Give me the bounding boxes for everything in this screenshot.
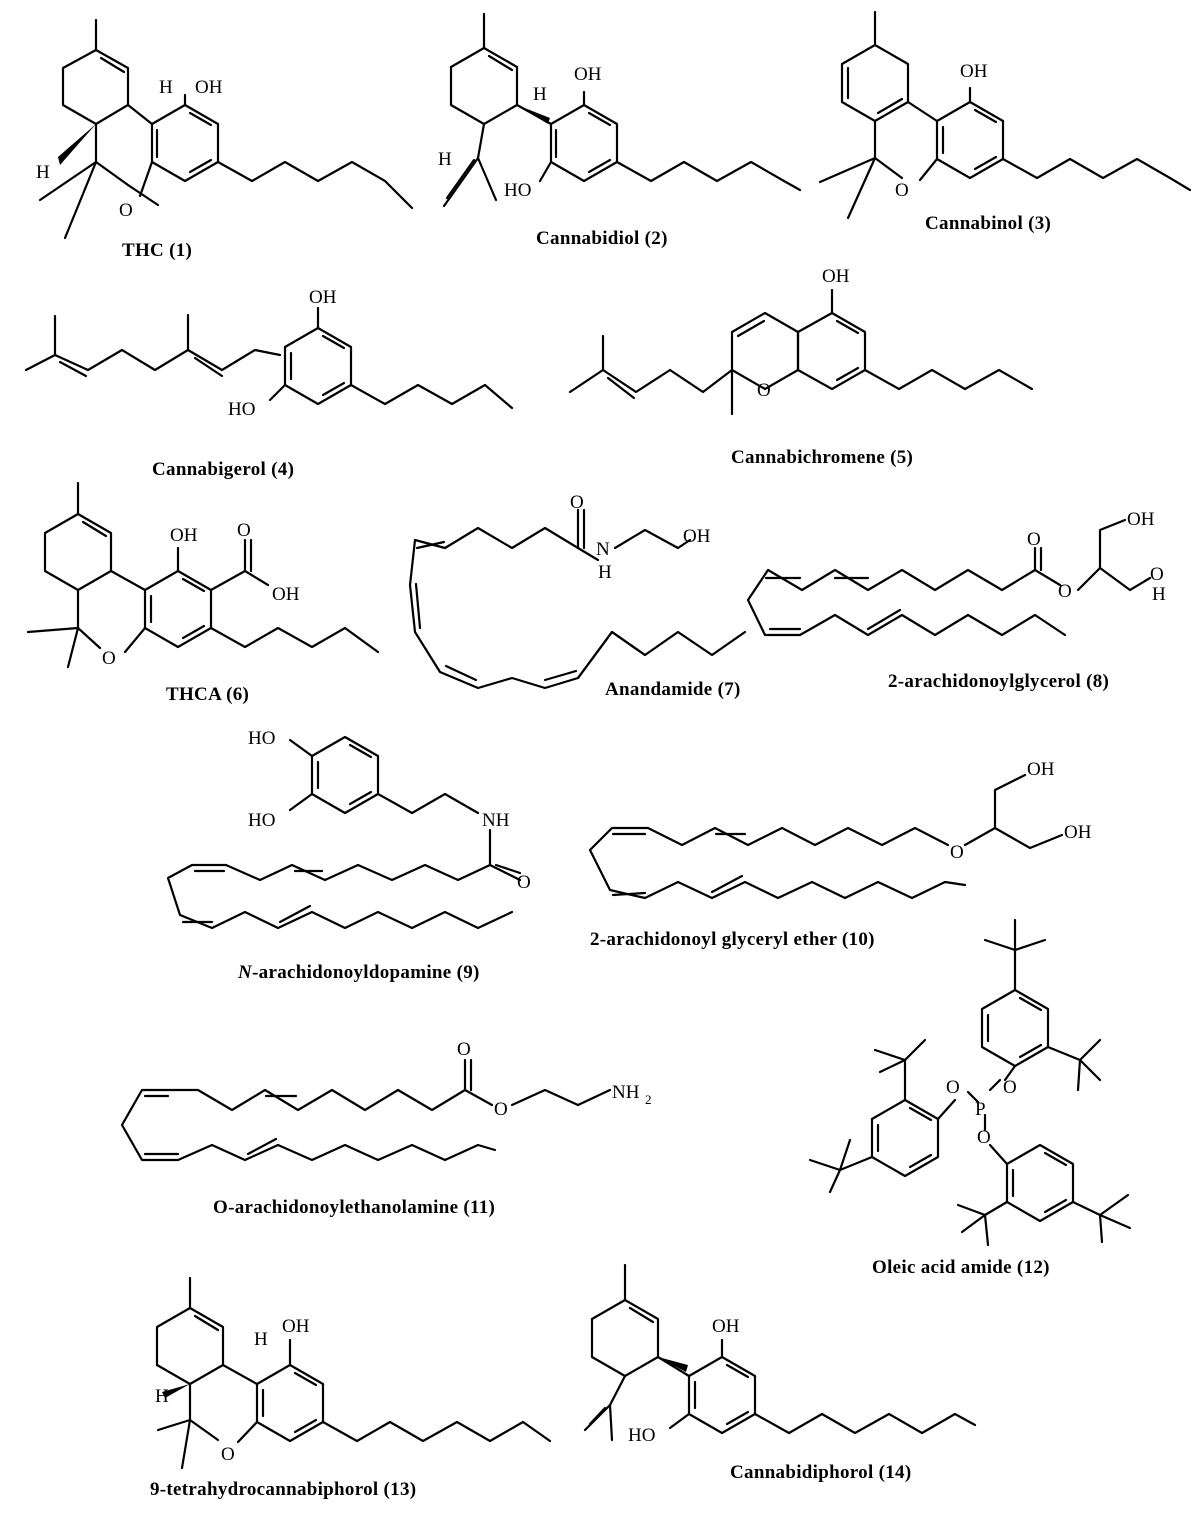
compound-11-virodhamine: O O NH 2 O-arachidonoylethanolamine (11) <box>120 1039 652 1218</box>
compound-1-thc: H OH H O THC (1) <box>36 18 414 261</box>
caption-1: THC (1) <box>122 240 192 261</box>
svg-text:OH: OH <box>960 61 988 82</box>
caption-5: Cannabichromene (5) <box>731 447 913 468</box>
caption-12: Oleic acid amide (12) <box>872 1257 1050 1278</box>
caption-14: Cannabidiphorol (14) <box>730 1462 911 1483</box>
svg-text:O: O <box>1150 564 1164 585</box>
svg-text:O: O <box>494 1099 508 1120</box>
atom-o-right: O <box>1003 1077 1017 1098</box>
compound-9-nada: HO HO NH O N-arachidonoyldopamine (9) <box>166 728 531 983</box>
svg-text:O: O <box>757 380 771 401</box>
svg-text:HO: HO <box>628 1425 655 1446</box>
svg-text:OH: OH <box>683 526 711 547</box>
atom-oh: OH <box>195 77 223 98</box>
svg-text:H: H <box>254 1329 268 1350</box>
svg-text:N: N <box>596 539 610 560</box>
svg-text:O: O <box>895 180 909 201</box>
svg-text:OH: OH <box>822 266 850 287</box>
svg-text:H: H <box>438 149 452 170</box>
compound-4-cannabigerol: OH HO Cannabigerol (4) <box>24 287 514 480</box>
compound-3-cannabinol: OH O Cannabinol (3) <box>818 10 1192 234</box>
svg-text:2: 2 <box>645 1092 652 1107</box>
svg-text:OH: OH <box>272 584 300 605</box>
compound-2-cannabidiol: OH H H HO Cannabidiol (2) <box>438 12 802 249</box>
caption-9-rest: -arachidonoyldopamine (9) <box>252 962 480 983</box>
svg-text:O: O <box>517 872 531 893</box>
caption-9: N-arachidonoyldopamine (9) <box>237 962 480 983</box>
atom-p: P <box>975 1099 986 1120</box>
atom-o-bottom: O <box>977 1127 991 1148</box>
svg-text:H: H <box>533 84 547 105</box>
caption-3: Cannabinol (3) <box>925 213 1051 234</box>
caption-6: THCA (6) <box>166 684 249 705</box>
compound-12-phosphite: O O P O Oleic acid amide (12) <box>808 918 1132 1278</box>
svg-text:O: O <box>221 1444 235 1465</box>
svg-text:OH: OH <box>309 287 337 308</box>
compound-8-2ag: O O OH O H 2-arachidonoylglycerol (8) <box>746 509 1166 692</box>
svg-text:HO: HO <box>248 728 275 749</box>
svg-text:OH: OH <box>1127 509 1155 530</box>
svg-text:O: O <box>237 520 251 541</box>
svg-text:O: O <box>119 200 133 221</box>
svg-text:HO: HO <box>248 810 275 831</box>
caption-13: 9-tetrahydrocannabiphorol (13) <box>150 1479 416 1500</box>
caption-2: Cannabidiol (2) <box>536 228 668 249</box>
svg-text:OH: OH <box>1027 759 1055 780</box>
svg-text:OH: OH <box>1064 822 1092 843</box>
compound-14-cbdp: OH HO Cannabidiphorol (14) <box>583 1263 977 1483</box>
caption-8: 2-arachidonoylglycerol (8) <box>888 671 1109 692</box>
svg-text:OH: OH <box>282 1316 310 1337</box>
compound-6-thca: OH O OH O THCA (6) <box>26 481 380 705</box>
svg-text:O: O <box>1027 529 1041 550</box>
atom-o-left: O <box>946 1077 960 1098</box>
svg-text:HO: HO <box>228 399 255 420</box>
compound-13-thcp: OH H H O 9-tetrahydrocannabiphorol (13) <box>150 1276 552 1500</box>
svg-text:NH: NH <box>612 1082 640 1103</box>
compound-5-cannabichromene: OH O Cannabichromene (5) <box>568 266 1034 468</box>
svg-text:HO: HO <box>504 180 531 201</box>
caption-9-prefix: N <box>237 962 253 983</box>
svg-text:O: O <box>102 648 116 669</box>
svg-text:H: H <box>1152 584 1166 605</box>
svg-text:H: H <box>598 562 612 583</box>
caption-7: Anandamide (7) <box>605 679 741 700</box>
svg-text:O: O <box>1058 581 1072 602</box>
svg-text:OH: OH <box>712 1316 740 1337</box>
caption-4: Cannabigerol (4) <box>152 459 294 480</box>
compound-7-anandamide: O N H OH Anandamide (7) <box>408 492 747 700</box>
svg-text:OH: OH <box>574 64 602 85</box>
svg-text:NH: NH <box>482 810 510 831</box>
caption-11: O-arachidonoylethanolamine (11) <box>213 1197 495 1218</box>
compound-10-2age: O OH OH 2-arachidonoyl glyceryl ether (1… <box>588 759 1092 950</box>
svg-text:H: H <box>155 1386 169 1407</box>
svg-text:H: H <box>159 77 173 98</box>
svg-text:H: H <box>36 162 50 183</box>
svg-text:O: O <box>570 492 584 513</box>
caption-10: 2-arachidonoyl glyceryl ether (10) <box>590 929 875 950</box>
svg-text:O: O <box>950 842 964 863</box>
svg-text:OH: OH <box>170 525 198 546</box>
svg-text:O: O <box>457 1039 471 1060</box>
